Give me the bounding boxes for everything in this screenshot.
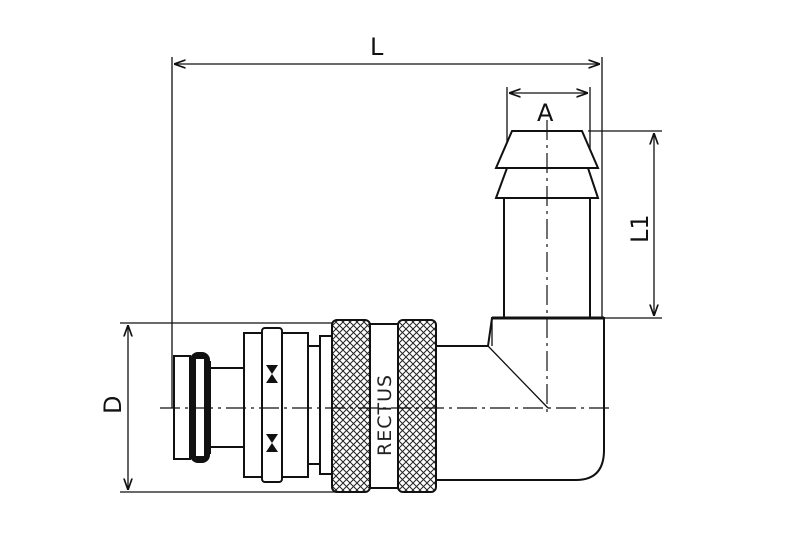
dimension-d-label: D xyxy=(99,396,127,414)
hose-tail xyxy=(492,130,604,320)
locking-ball-icon xyxy=(266,365,278,452)
knurled-ring-right xyxy=(397,319,437,493)
dimension-l1 xyxy=(588,130,662,319)
dimension-a-label: A xyxy=(537,99,554,127)
dimension-l xyxy=(171,57,603,408)
elbow-body xyxy=(434,317,605,481)
coupling-body xyxy=(243,327,333,483)
dimension-d xyxy=(120,322,340,493)
dimension-l-label: L xyxy=(370,33,384,61)
brand-label: RECTUS xyxy=(374,374,396,456)
brand-band xyxy=(369,323,399,489)
dimension-l1-label: L1 xyxy=(626,214,654,243)
knurled-ring-left xyxy=(331,319,371,493)
